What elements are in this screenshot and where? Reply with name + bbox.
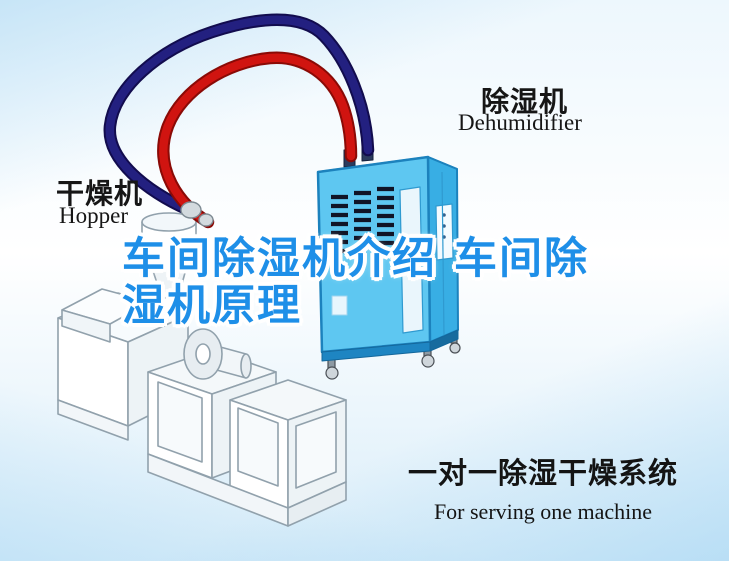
vent-slats-col1 — [331, 194, 348, 254]
dehumidifier-control-panel — [435, 171, 454, 337]
pipe-red — [157, 51, 358, 229]
system-caption: 一对一除湿干燥系统 For serving one machine — [395, 450, 691, 525]
vent-slats-col2 — [354, 190, 371, 250]
hopper-lid — [141, 212, 197, 232]
dehumidifier-label-cn: 除湿机 — [481, 85, 569, 118]
elbow-fitting-small — [198, 213, 214, 227]
title-line-1: 车间除湿机介绍 车间除 — [122, 234, 589, 284]
cabinet2-side-panel — [295, 411, 337, 489]
system-label-cn: 一对一除湿干燥系统 — [407, 456, 678, 490]
housing-base-step — [57, 399, 129, 441]
cabinet2-door — [237, 407, 279, 487]
system-label-en: For serving one machine — [433, 499, 653, 524]
title-line-2: 湿机原理 — [122, 281, 302, 331]
dehumidifier-base-band — [321, 329, 459, 362]
machine-hopper — [141, 212, 197, 313]
hopper-neck — [159, 297, 179, 313]
cabinet1-door — [157, 381, 203, 463]
housing-wedge-front — [61, 309, 111, 343]
pipe-navy-body — [105, 15, 373, 217]
hopper-body — [141, 222, 197, 268]
pipe-navy — [103, 13, 375, 219]
side-door-seam — [441, 171, 445, 337]
machine-illustration — [57, 212, 347, 527]
dehumidifier-door-panel — [399, 186, 424, 334]
dehumidifier-label-en: Dehumidifier — [458, 110, 582, 135]
dehumidifier-vents — [331, 186, 394, 254]
elbow-fitting-large — [180, 201, 202, 219]
dehumidifier-nameplate — [331, 295, 348, 316]
caster-wheel-2 — [421, 354, 435, 368]
hopper-label-cn: 干燥机 — [56, 177, 144, 210]
dehumidifier-illustration — [316, 142, 461, 380]
caster-wheel-1 — [325, 366, 339, 380]
vent-slats-col3 — [377, 186, 394, 246]
machine-flange — [183, 328, 252, 380]
page-title: 车间除湿机介绍 车间除 湿机原理 — [122, 236, 642, 330]
pipe-red-body — [159, 53, 356, 227]
control-panel-plate — [435, 203, 454, 261]
caster-wheel-3 — [449, 342, 461, 354]
flange-hole — [195, 343, 211, 365]
hopper-pipe-elbow — [180, 201, 214, 227]
base-band-side — [429, 329, 459, 352]
machine-base-side — [287, 481, 347, 527]
barrel-end — [240, 353, 252, 379]
hopper-label-en: Hopper — [59, 203, 128, 228]
